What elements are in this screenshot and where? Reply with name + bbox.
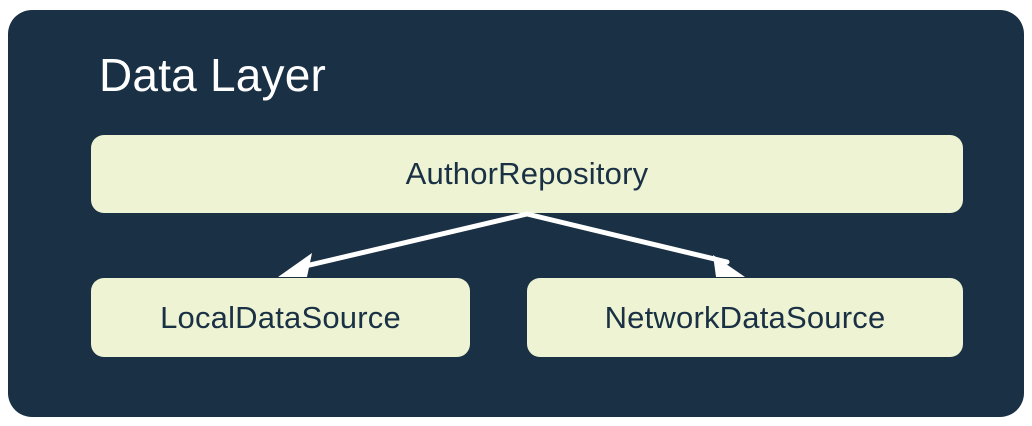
node-local-data-source-label: LocalDataSource [160, 299, 401, 335]
node-network-data-source[interactable]: NetworkDataSource [527, 278, 963, 357]
node-local-data-source[interactable]: LocalDataSource [91, 278, 470, 357]
node-network-data-source-label: NetworkDataSource [604, 299, 886, 335]
node-author-repository[interactable]: AuthorRepository [91, 135, 963, 213]
node-author-repository-label: AuthorRepository [405, 156, 649, 191]
page-title: Data Layer [99, 49, 327, 101]
